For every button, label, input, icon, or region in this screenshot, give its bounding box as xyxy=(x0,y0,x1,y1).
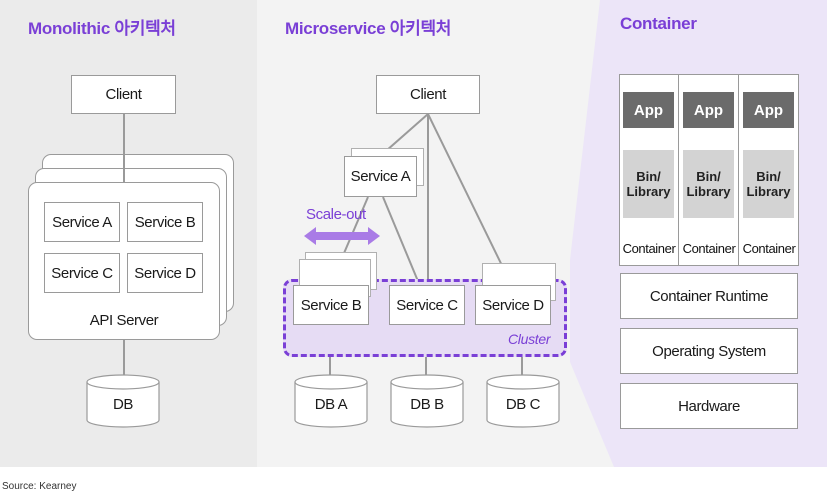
micro-client-box: Client xyxy=(376,75,480,114)
micro-service-c: Service C xyxy=(389,285,465,325)
db-a-label: DB A xyxy=(314,396,348,413)
db-c-label: DB C xyxy=(505,396,541,413)
container-3-app: App xyxy=(743,92,794,128)
db-b-label: DB B xyxy=(410,396,444,413)
db-b: DB B xyxy=(390,374,464,428)
api-server-label: API Server xyxy=(89,312,159,329)
mono-service-a: Service A xyxy=(44,202,120,242)
container-1-label: Container xyxy=(622,241,676,256)
db-c: DB C xyxy=(486,374,560,428)
server-db-connector xyxy=(123,340,125,378)
container-1-app: App xyxy=(623,92,674,128)
mono-service-b: Service B xyxy=(127,202,203,242)
mono-client-box: Client xyxy=(71,75,176,114)
micro-service-b: Service B xyxy=(293,285,369,325)
client-server-connector-upper xyxy=(123,114,125,184)
mono-service-c: Service C xyxy=(44,253,120,293)
container-3-bin-library: Bin/ Library xyxy=(743,150,794,218)
micro-service-a: Service A xyxy=(344,156,417,197)
container-2-app: App xyxy=(683,92,734,128)
container-2-bin-library: Bin/ Library xyxy=(683,150,734,218)
container-divider-2 xyxy=(738,74,739,266)
container-divider-1 xyxy=(678,74,679,266)
db-a: DB A xyxy=(294,374,368,428)
hardware-layer: Hardware xyxy=(620,383,798,429)
source-note: Source: Kearney xyxy=(2,481,77,492)
scale-out-arrow-icon xyxy=(304,227,380,245)
container-3-label: Container xyxy=(742,241,796,256)
mono-service-d: Service D xyxy=(127,253,203,293)
mono-db-label: DB xyxy=(112,396,134,413)
monolithic-title: Monolithic 아키텍처 xyxy=(28,19,176,38)
container-title: Container xyxy=(620,14,697,33)
container-2-label: Container xyxy=(682,241,736,256)
mono-db: DB xyxy=(86,374,160,428)
microservice-title: Microservice 아키텍처 xyxy=(285,19,452,38)
cluster-label: Cluster xyxy=(508,331,551,347)
scale-out-label: Scale-out xyxy=(306,206,366,223)
micro-service-d: Service D xyxy=(475,285,551,325)
container-1-bin-library: Bin/ Library xyxy=(623,150,674,218)
container-runtime-layer: Container Runtime xyxy=(620,273,798,319)
operating-system-layer: Operating System xyxy=(620,328,798,374)
